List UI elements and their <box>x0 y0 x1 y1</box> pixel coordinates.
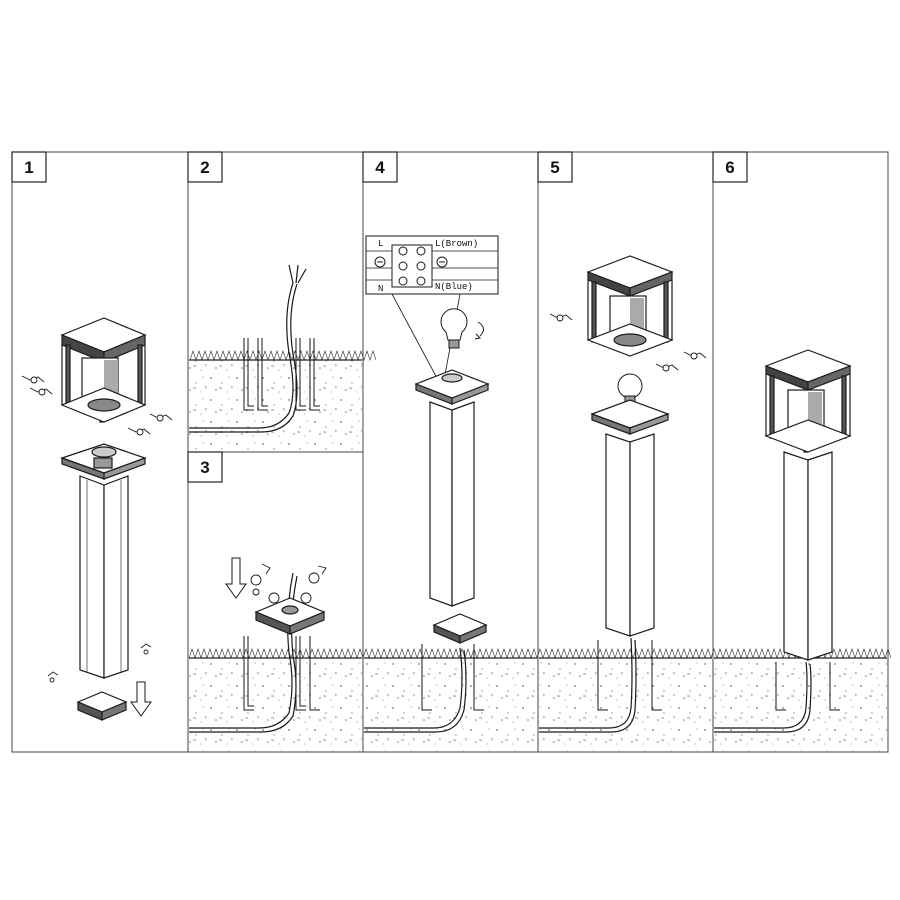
svg-text:3: 3 <box>200 458 209 477</box>
mounting-base-step-4 <box>432 613 488 644</box>
wiring-diagram: L N L(Brown) N(Blue) <box>365 235 499 381</box>
step-2-label: 2 <box>187 151 223 183</box>
lamp-head-step-5 <box>586 255 674 357</box>
wire-label-n: N <box>378 284 383 294</box>
pole-step-5 <box>590 399 670 637</box>
cable-step-5 <box>539 637 637 733</box>
cable-step-6 <box>714 661 812 733</box>
mounting-base-step-3 <box>254 597 326 635</box>
mounting-base-step-1 <box>76 691 128 721</box>
step-3-label: 3 <box>187 451 223 483</box>
screw-icons-step-1 <box>21 375 173 683</box>
anchor-bolts-step-6 <box>775 662 840 711</box>
bulb-icon <box>440 308 484 349</box>
ground-panel-6 <box>714 657 887 751</box>
lamp-head-step-1 <box>60 317 147 423</box>
screw-icons-step-5 <box>549 313 707 372</box>
pole-step-4 <box>414 369 490 607</box>
ground-panel-3 <box>189 657 362 751</box>
cable-step-4 <box>364 647 467 733</box>
svg-text:1: 1 <box>24 158 33 177</box>
ground-panel-5 <box>539 657 712 751</box>
anchor-bolts-step-2 <box>243 338 320 411</box>
anchor-bolts-step-4 <box>421 644 484 711</box>
svg-text:2: 2 <box>200 158 209 177</box>
svg-text:5: 5 <box>550 158 559 177</box>
ground-panel-2 <box>189 350 377 451</box>
anchor-bolts-step-3 <box>243 636 320 711</box>
step-4-label: 4 <box>362 151 398 183</box>
pole-step-1 <box>60 443 147 679</box>
down-arrow-icon <box>225 557 247 599</box>
wire-label-blue: N(Blue) <box>435 282 473 292</box>
svg-text:4: 4 <box>375 158 385 177</box>
down-arrow-icon <box>130 681 152 717</box>
anchor-bolts-step-5 <box>597 640 662 711</box>
step-6-label: 6 <box>712 151 748 183</box>
step-5-label: 5 <box>537 151 573 183</box>
ground-panel-1 <box>364 657 537 751</box>
grass-tufts <box>188 648 892 659</box>
nut-icons-step-3 <box>250 563 327 604</box>
step-1-label: 1 <box>11 151 47 183</box>
assembled-lamp <box>764 349 852 661</box>
wire-label-brown: L(Brown) <box>435 239 478 249</box>
svg-text:6: 6 <box>725 158 734 177</box>
wire-label-l: L <box>378 239 383 249</box>
grass-line <box>188 648 892 659</box>
cable-step-2 <box>189 264 307 433</box>
